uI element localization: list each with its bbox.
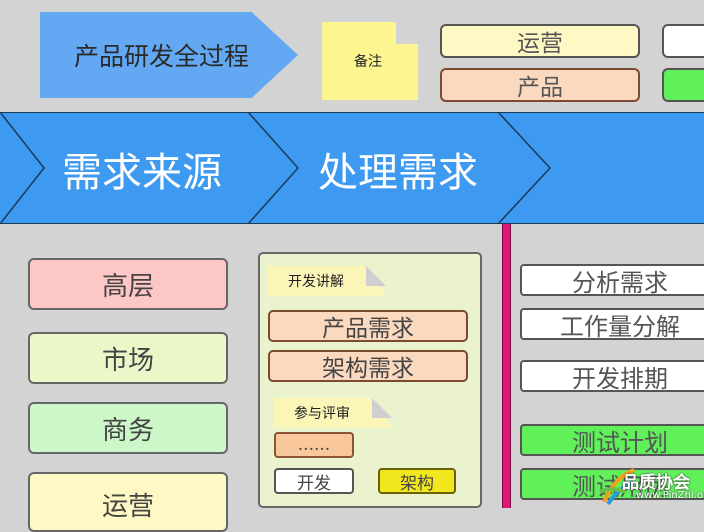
dev-explain-label: 开发讲解 xyxy=(288,274,344,290)
source-box-operations: 运营 xyxy=(28,472,228,532)
chevron-outline-2 xyxy=(497,112,552,224)
participant-label: 架构 xyxy=(400,473,434,494)
legend-item-white xyxy=(662,24,704,58)
note-fold-corner xyxy=(396,22,418,44)
review-item-box: ...... xyxy=(274,432,354,458)
phase-label-processing: 处理需求 xyxy=(318,150,478,196)
phase-band xyxy=(0,112,704,224)
task-analyze-requirements: 分析需求 xyxy=(520,264,704,297)
legend-item-green xyxy=(662,68,704,102)
task-dev-schedule: 开发排期 xyxy=(520,360,704,393)
task-label: 分析需求 xyxy=(572,268,668,297)
task-test-plan: 测试计划 xyxy=(520,424,704,457)
source-label: 商务 xyxy=(101,415,154,446)
legend-item-operations: 运营 xyxy=(440,24,640,58)
source-label: 运营 xyxy=(101,492,154,522)
task-label: 工作量分解 xyxy=(560,312,680,341)
process-title: 产品研发全过程 xyxy=(74,42,250,71)
legend-label: 运营 xyxy=(517,31,563,57)
note-label: 备注 xyxy=(354,54,382,70)
section-divider xyxy=(502,224,511,508)
phase-label-sources: 需求来源 xyxy=(62,150,222,196)
watermark-name: 品质协会 xyxy=(622,473,690,493)
task-workload-breakdown: 工作量分解 xyxy=(520,308,704,341)
source-box-market: 市场 xyxy=(28,332,228,384)
legend-label: 产品 xyxy=(517,75,563,101)
product-requirement-box: 产品需求 xyxy=(268,310,468,342)
watermark-url: www.PinZhi.org xyxy=(636,490,704,501)
requirement-label: 架构需求 xyxy=(322,356,414,382)
review-tag-label: 参与评审 xyxy=(294,406,350,422)
source-box-business: 商务 xyxy=(28,402,228,454)
requirement-label: 产品需求 xyxy=(322,316,414,342)
source-label: 高层 xyxy=(101,271,154,302)
legend-item-product: 产品 xyxy=(440,68,640,102)
architecture-requirement-box: 架构需求 xyxy=(268,350,468,382)
watermark-logo-icon xyxy=(599,468,635,506)
source-label: 市场 xyxy=(101,345,154,376)
review-item-label: ...... xyxy=(297,435,331,455)
chevron-outline-1 xyxy=(247,112,300,224)
task-label: 开发排期 xyxy=(572,364,668,393)
participant-dev-box: 开发 xyxy=(274,468,354,494)
process-title-arrow: 产品研发全过程 xyxy=(40,12,298,98)
task-label: 测试计划 xyxy=(572,428,668,457)
participant-arch-box: 架构 xyxy=(378,468,456,494)
chevron-outline-start xyxy=(0,112,45,224)
source-box-leadership: 高层 xyxy=(28,258,228,310)
participant-label: 开发 xyxy=(297,473,331,494)
phase-chevrons xyxy=(0,112,704,224)
